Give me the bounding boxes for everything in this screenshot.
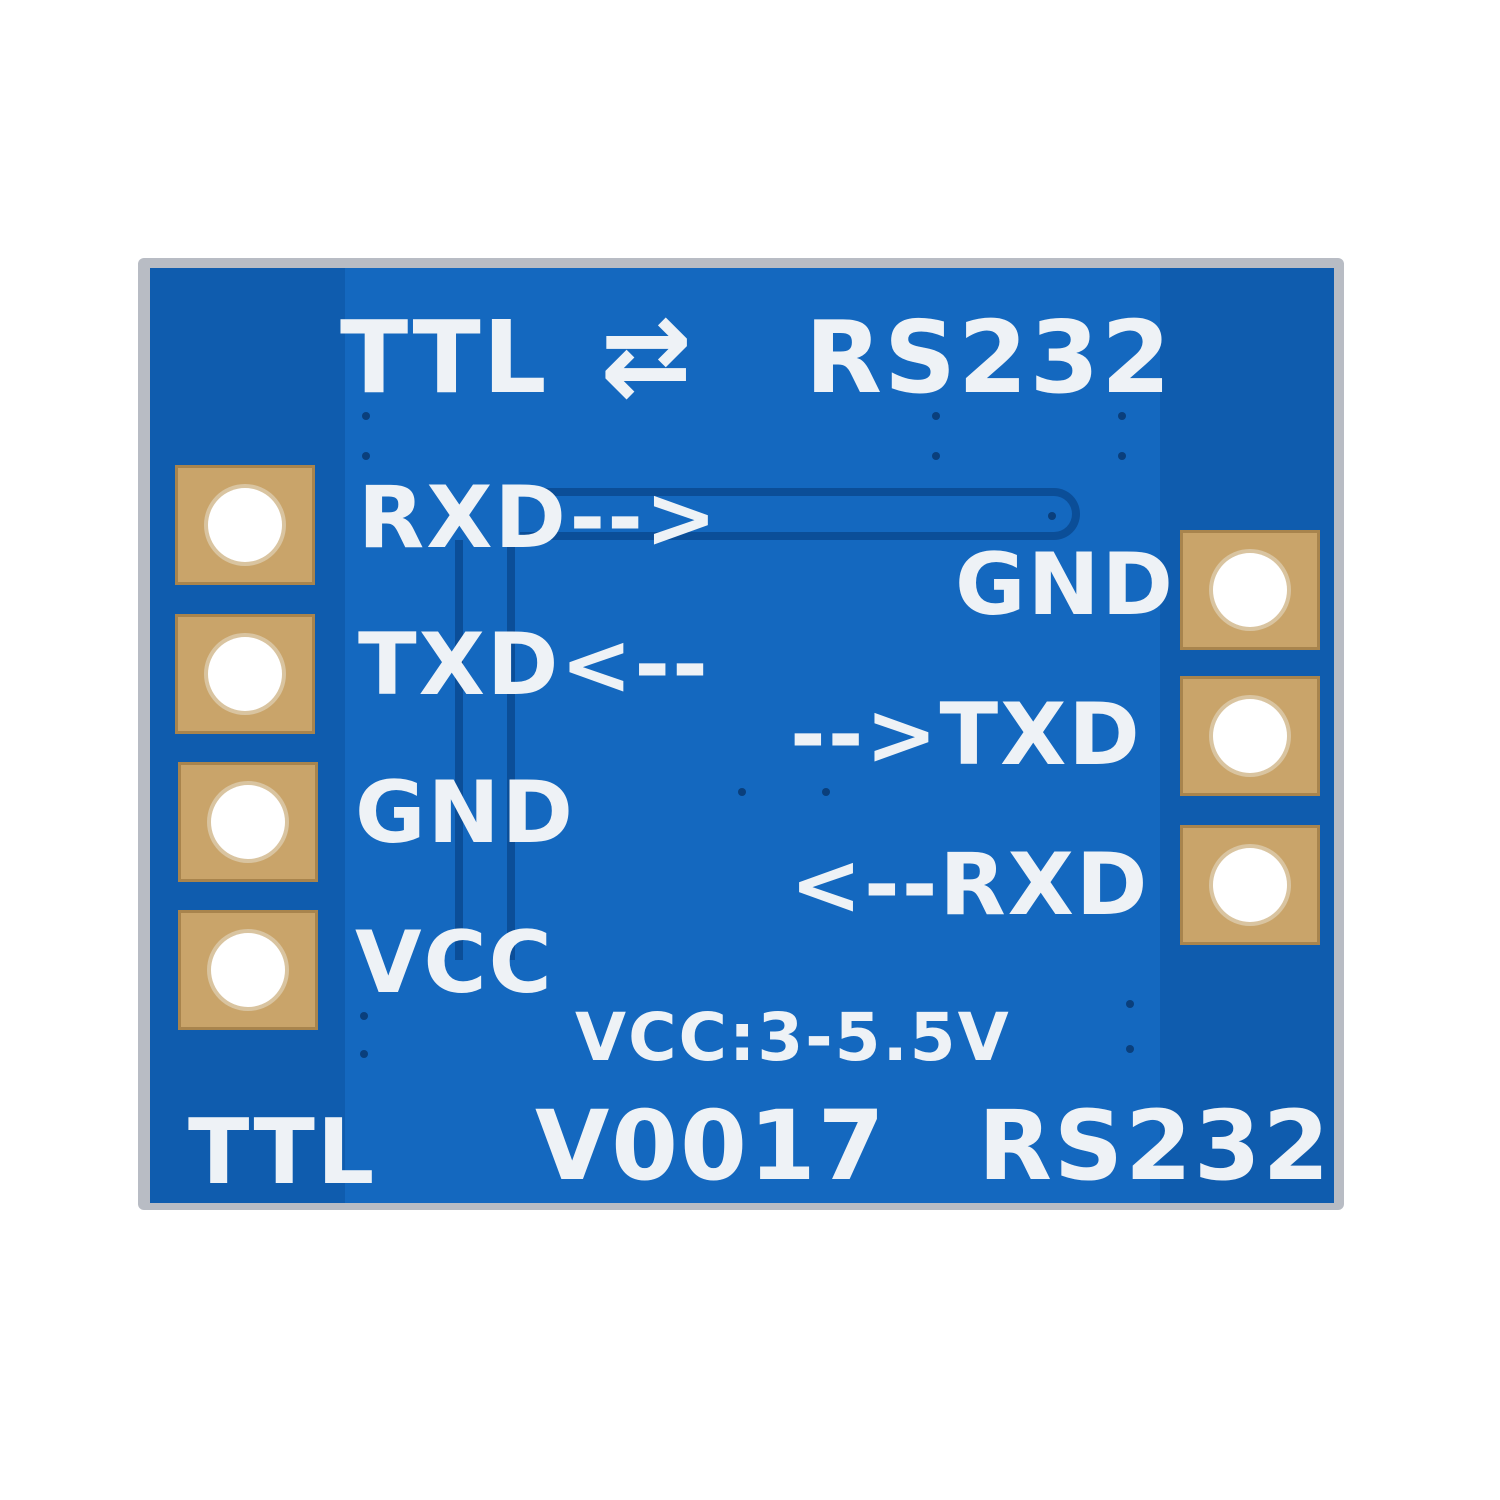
label-ttl-rxd: RXD-->	[358, 468, 719, 568]
via	[1126, 1045, 1134, 1053]
via	[362, 452, 370, 460]
pad-rs232-gnd[interactable]	[1180, 530, 1320, 650]
through-hole	[1213, 699, 1287, 773]
via	[1126, 1000, 1134, 1008]
pad-ttl-gnd[interactable]	[178, 762, 318, 882]
via	[362, 412, 370, 420]
label-rs232-rxd: <--RXD	[790, 835, 1150, 935]
bidirectional-arrow-icon: ⇄	[600, 291, 695, 419]
voltage-label: VCC:3-5.5V	[575, 999, 1011, 1076]
pad-ttl-rxd[interactable]	[175, 465, 315, 585]
board-version: V0017	[535, 1090, 887, 1202]
label-rs232-txd: -->TXD	[790, 685, 1142, 785]
through-hole	[211, 785, 285, 859]
pad-rs232-rxd[interactable]	[1180, 825, 1320, 945]
bottom-label-rs232: RS232	[978, 1090, 1332, 1202]
through-hole	[208, 488, 282, 562]
through-hole	[1213, 848, 1287, 922]
label-rs232-gnd: GND	[955, 535, 1175, 635]
via	[1048, 512, 1056, 520]
pcb-inner-area	[345, 268, 1160, 1203]
label-ttl-txd: TXD<--	[358, 615, 710, 715]
via	[360, 1012, 368, 1020]
through-hole	[211, 933, 285, 1007]
pad-ttl-vcc[interactable]	[178, 910, 318, 1030]
via	[1118, 412, 1126, 420]
label-ttl-vcc: VCC	[355, 913, 554, 1013]
title-rs232: RS232	[805, 299, 1173, 416]
via	[822, 788, 830, 796]
label-ttl-gnd: GND	[355, 763, 575, 863]
through-hole	[1213, 553, 1287, 627]
pad-ttl-txd[interactable]	[175, 614, 315, 734]
via	[738, 788, 746, 796]
via	[360, 1050, 368, 1058]
via	[1118, 452, 1126, 460]
through-hole	[208, 637, 282, 711]
trace-vertical	[455, 540, 515, 960]
trace-rxd	[520, 488, 1080, 540]
via	[932, 412, 940, 420]
title-ttl: TTL	[340, 299, 549, 416]
pad-rs232-txd[interactable]	[1180, 676, 1320, 796]
via	[932, 452, 940, 460]
bottom-label-ttl: TTL	[188, 1100, 377, 1205]
